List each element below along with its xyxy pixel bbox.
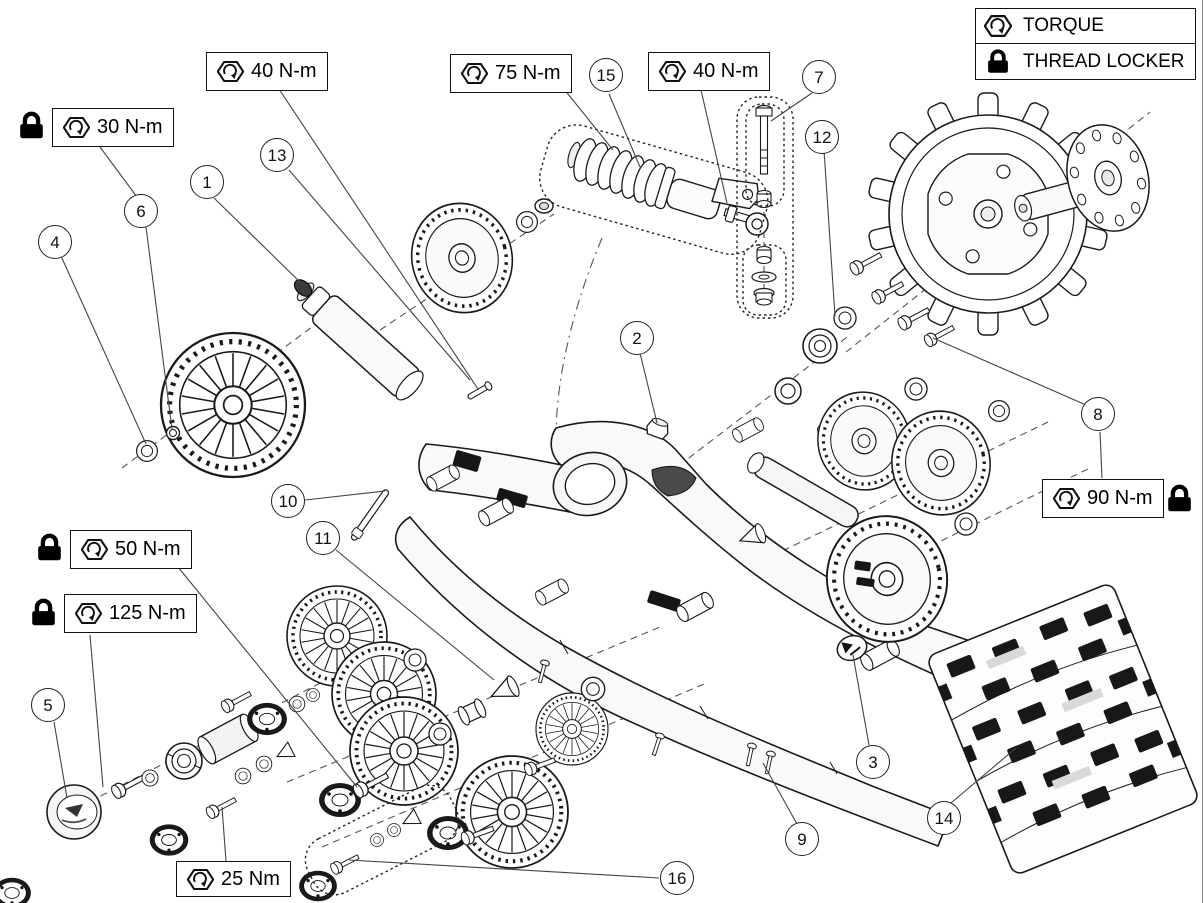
torque-icon bbox=[75, 602, 102, 625]
callout-16: 16 bbox=[660, 861, 694, 895]
torque-icon bbox=[659, 60, 686, 83]
callout-12: 12 bbox=[805, 120, 839, 154]
dowel-pin bbox=[467, 381, 493, 400]
torque-label-40nm-left: 40 N-m bbox=[206, 52, 328, 91]
legend-torque-label: TORQUE bbox=[1023, 15, 1104, 36]
torque-label-25nm: 25 Nm bbox=[176, 861, 291, 897]
callout-1: 1 bbox=[190, 165, 224, 199]
thread-locker-icon bbox=[38, 533, 61, 561]
torque-icon bbox=[187, 868, 214, 890]
torque-label-40nm-right: 40 N-m bbox=[648, 52, 770, 91]
callout-6: 6 bbox=[124, 194, 158, 228]
axle-hardware-stack bbox=[46, 687, 320, 840]
torque-value: 125 N-m bbox=[109, 602, 186, 624]
thread-locker-icon bbox=[20, 111, 43, 139]
slide-rail bbox=[394, 515, 952, 848]
bogie-wheels bbox=[0, 584, 610, 903]
rear-idler-cluster bbox=[738, 306, 1011, 653]
torque-label-125nm: 125 N-m bbox=[64, 594, 197, 633]
thread-locker-icon bbox=[988, 48, 1008, 73]
callout-11: 11 bbox=[306, 521, 340, 555]
callout-15: 15 bbox=[589, 58, 623, 92]
callout-13: 13 bbox=[260, 138, 294, 172]
swing-arm-assembly bbox=[394, 411, 1127, 848]
leader-lines bbox=[53, 78, 1103, 879]
torque-label-50nm: 50 N-m bbox=[70, 530, 192, 569]
callout-4: 4 bbox=[38, 225, 72, 259]
axle-nut bbox=[165, 425, 181, 441]
legend-thread-locker-label: THREAD LOCKER bbox=[1023, 50, 1185, 72]
torque-value: 25 Nm bbox=[221, 867, 280, 890]
torque-value: 40 N-m bbox=[251, 60, 317, 82]
hub-cap bbox=[46, 784, 102, 840]
torque-value: 75 N-m bbox=[495, 62, 561, 84]
wheel-cap-dark bbox=[836, 634, 868, 662]
page-edge-line bbox=[1202, 0, 1203, 903]
legend-row-thread-locker: THREAD LOCKER bbox=[976, 44, 1195, 79]
thread-locker-icon bbox=[1168, 484, 1191, 512]
torque-icon bbox=[1053, 487, 1080, 510]
torque-value: 40 N-m bbox=[693, 60, 759, 82]
callout-5: 5 bbox=[31, 688, 65, 722]
torque-value: 90 N-m bbox=[1087, 487, 1153, 509]
legend: TORQUE THREAD LOCKER bbox=[975, 8, 1196, 80]
torque-icon bbox=[63, 116, 90, 139]
torque-icon bbox=[461, 62, 488, 85]
callout-9: 9 bbox=[785, 822, 819, 856]
torque-icon bbox=[217, 60, 244, 83]
middle-small-parts bbox=[534, 417, 868, 775]
idler-shaft-rod bbox=[350, 489, 390, 541]
sprocket-hub-flange bbox=[847, 124, 1150, 349]
shock-bolt-stack bbox=[751, 104, 777, 306]
callout-14: 14 bbox=[927, 801, 961, 835]
dotted-group-outlines bbox=[539, 96, 794, 319]
shock-absorber bbox=[567, 138, 769, 236]
torque-label-90nm: 90 N-m bbox=[1042, 479, 1164, 518]
upper-idler-wheel bbox=[397, 190, 554, 326]
torque-icon bbox=[81, 538, 108, 561]
legend-row-torque: TORQUE bbox=[976, 9, 1195, 44]
callout-3: 3 bbox=[856, 745, 890, 779]
callout-7: 7 bbox=[802, 60, 836, 94]
torque-value: 50 N-m bbox=[115, 538, 181, 560]
pivot-shaft-tube bbox=[293, 279, 493, 541]
callout-10: 10 bbox=[271, 484, 305, 518]
front-idler-wheel bbox=[136, 333, 305, 477]
track-segment bbox=[928, 584, 1198, 874]
torque-value: 30 N-m bbox=[97, 116, 163, 138]
drive-sprocket bbox=[868, 92, 1108, 336]
torque-label-75nm: 75 N-m bbox=[450, 54, 572, 93]
callout-8: 8 bbox=[1081, 397, 1115, 431]
thread-locker-icon bbox=[32, 598, 55, 626]
callout-2: 2 bbox=[620, 321, 654, 355]
torque-label-30nm: 30 N-m bbox=[52, 108, 174, 147]
torque-icon bbox=[984, 15, 1012, 37]
